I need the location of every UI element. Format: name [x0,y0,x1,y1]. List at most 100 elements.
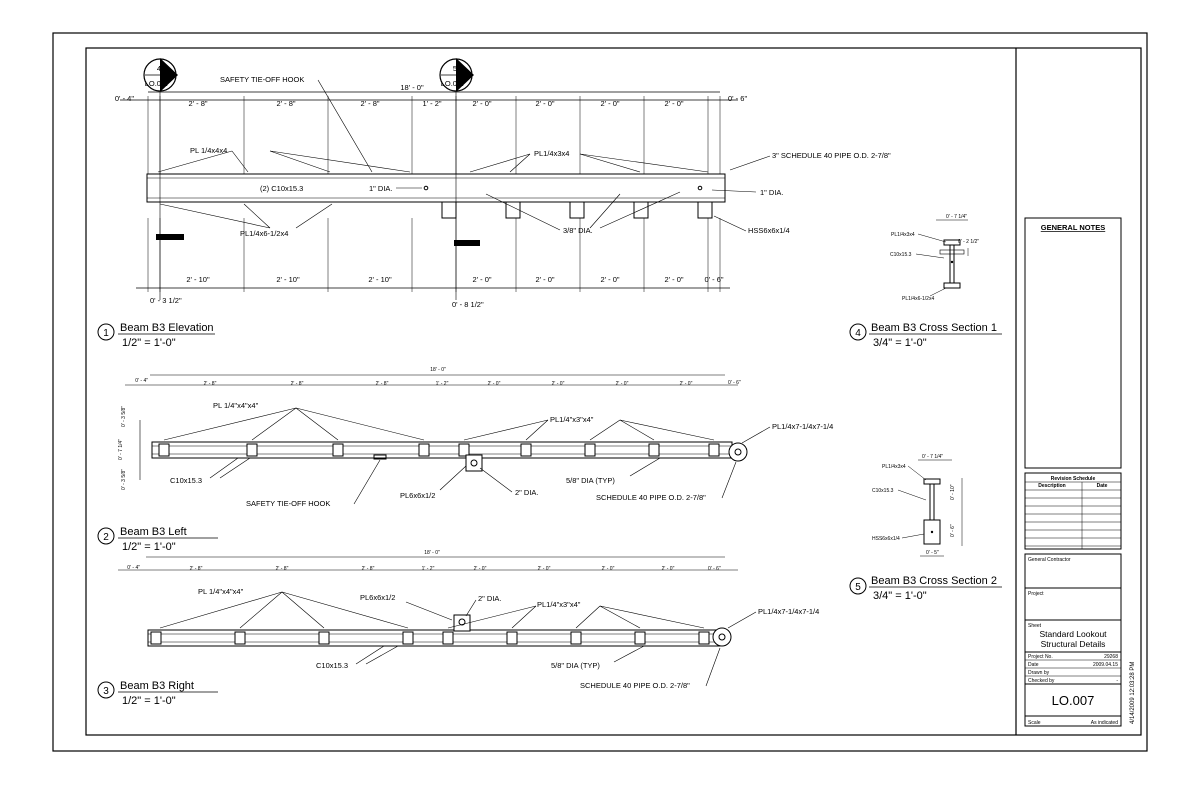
label-hook: SAFETY TIE-OFF HOOK [246,499,330,508]
plate [634,631,646,645]
label-dia-58: 5/8" DIA (TYP) [551,661,600,670]
section-marker-4: 4 LO.007 [143,58,178,300]
info-label: Project No. [1028,654,1053,660]
dim-label: 2' - 10" [186,275,210,284]
cross-section-2: 0' - 7 1/4" PL1/4x3x4 C10x15.3 HSS6x6x1/… [872,454,963,557]
label-end-pl: PL1/4x7-1/4x7-1/4 [758,607,819,616]
label-dia: 1" DIA. [760,188,784,197]
plates [158,443,720,457]
dim-label: 1' - 2" [422,566,435,572]
sheet-name-line-2: Structural Details [1041,639,1106,649]
end-pipe [712,627,732,647]
plate [402,631,414,645]
view-scale: 1/2" = 1'-0" [122,337,176,349]
dim-label: 2' - 0" [600,99,619,108]
plate [458,443,470,457]
view-number: 2 [103,532,109,543]
dim-top-labels: 2' - 8" 2' - 8" 2' - 8" 1' - 2" 2' - 0" … [188,99,683,108]
dim-label: 2' - 0" [535,275,554,284]
label-dia-38: 3/8" DIA. [563,226,593,235]
plot-timestamp: 4/14/2009 12:03:28 PM [1130,662,1136,724]
dim-label: 1' - 2" [422,99,441,108]
section-marker-num: 4 [157,64,161,73]
view-number: 1 [103,328,109,339]
cross-section-1: 0' - 7 1/4" PL1/4x3x4 0' - 2 1/2" C10x15… [890,214,979,302]
plate [648,443,660,457]
dim-label: 2' - 8" [276,99,295,108]
dim-label: 2' - 10" [276,275,300,284]
plate [246,443,258,457]
dim-label: 2' - 0" [552,381,565,387]
dim-bottom-mid: 0' - 8 1/2" [452,300,484,309]
plate [234,631,246,645]
label-dia: 1" DIA. [369,184,393,193]
dim-total: 18' - 0" [400,83,424,92]
sheet-label: Sheet [1028,623,1042,629]
label-pl-3x4: PL1/4x3x4 [534,149,569,158]
sheet-border [52,32,1148,752]
dim-label: 2' - 0" [602,566,615,572]
dim-left-end: 0' - 4" [115,94,134,103]
view-title-1: 1 Beam B3 Elevation 1/2" = 1'-0" [97,322,215,349]
beam-right-view: 18' - 0" 0' - 4" 0' - 6" 2' - 8" 2' - 8"… [118,550,819,690]
plate [158,443,170,457]
dim-label: 2' - 0" [474,566,487,572]
titleblock: GENERAL NOTES Revision Schedule Descript… [1024,217,1136,727]
tie-off-plate [453,614,471,632]
dim-label: 2' - 8" [362,566,375,572]
dim-label: 2' - 8" [360,99,379,108]
label-pipe: SCHEDULE 40 PIPE O.D. 2-7/8" [580,681,690,690]
plate [708,443,720,457]
dim-right-end: 0' - 6" [728,380,741,386]
dim-label: 2' - 0" [535,99,554,108]
dim-label: 2' - 0" [680,381,693,387]
view-number: 4 [855,328,861,339]
plate [332,443,344,457]
dim-label: 2' - 8" [190,566,203,572]
dim-label: 2' - 0" [664,99,683,108]
plate [318,631,330,645]
plates [150,631,710,645]
beam-channel [146,173,726,203]
dim-side: 0' - 7 1/4" [118,439,124,460]
dim-right-end: 0' - 6" [728,94,747,103]
plate [698,631,710,645]
revision-title: Revision Schedule [1051,476,1096,482]
label-pl-6: PL6x6x1/2 [400,491,435,500]
label-dia-58: 5/8" DIA (TYP) [566,476,615,485]
section-marker-sheet: LO.007 [441,79,466,88]
label-hss: HSS6x6x1/4 [872,536,900,542]
dim-label: 2' - 8" [276,566,289,572]
dim-label: 2' - 0" [616,381,629,387]
label-channel: C10x15.3 [316,661,348,670]
beam-left-view: 18' - 0" 0' - 4" 0' - 6" 2' - 8" 2' - 8"… [118,367,833,508]
view-scale: 3/4" = 1'-0" [873,590,927,602]
dim-top-labels: 2' - 8" 2' - 8" 2' - 8" 1' - 2" 2' - 0" … [190,566,675,572]
view-title: Beam B3 Right [120,680,194,692]
info-value: - [1116,678,1118,684]
info-label: Date [1028,662,1039,668]
plate [584,443,596,457]
dim-label: 2' - 0" [472,99,491,108]
beam-channel [151,441,733,459]
view-title-3: 3 Beam B3 Right 1/2" = 1'-0" [97,680,218,707]
label-channel: C10x15.3 [170,476,202,485]
plate [520,443,532,457]
dim-label: 1' - 2" [436,381,449,387]
general-notes-title: GENERAL NOTES [1041,223,1105,232]
dim-left-end: 0' - 4" [127,565,140,571]
label-bottom-pl: PL1/4x6-1/2x4 [902,296,934,302]
label-pl-6: PL6x6x1/2 [360,593,395,602]
label-pl-4x4: PL 1/4x4x4 [190,146,227,155]
dim-label: 2' - 10" [368,275,392,284]
view-title: Beam B3 Cross Section 1 [871,322,997,334]
dim-bottom: 0' - 5" [926,550,939,556]
view-title: Beam B3 Elevation [120,322,214,334]
dim-side: 0' - 3 5/8" [121,469,127,490]
dim-left-end: 0' - 4" [135,378,148,384]
dim-label: 2' - 8" [376,381,389,387]
dim-side: 0' - 3 5/8" [121,406,127,427]
label-pl-4x4: PL 1/4"x4"x4" [198,587,244,596]
dim-label: 2' - 8" [188,99,207,108]
